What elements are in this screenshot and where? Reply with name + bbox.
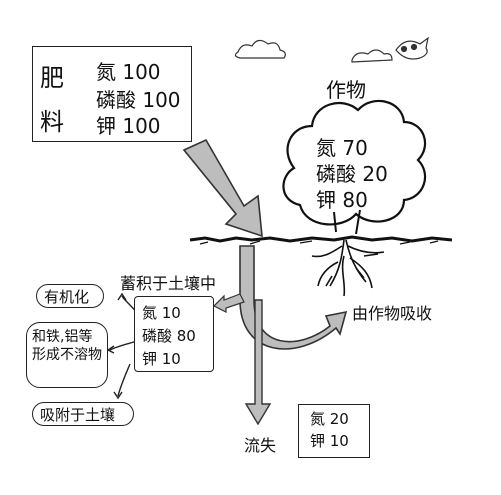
loss-label: 流失 [244, 436, 277, 455]
crop-potassium: 钾 80 [316, 188, 368, 212]
crop-trunk [333, 209, 361, 235]
leaching-arrow [244, 299, 272, 426]
soil-nitrogen: 氮 10 [142, 304, 181, 322]
crop-nitrogen: 氮 70 [316, 136, 368, 160]
soil-potassium: 钾 10 [142, 350, 181, 368]
decorative-cloud-icon [234, 39, 286, 59]
loss-potassium: 钾 10 [310, 432, 349, 450]
outcome-insoluble [26, 322, 108, 388]
soil-phosphate: 磷酸 80 [142, 327, 196, 345]
soil-accumulation-label: 蓄积于土壤中 [120, 274, 217, 293]
outcome-adsorbed [32, 402, 134, 426]
outcome-adsorbed-label: 吸附于土壤 [40, 406, 116, 424]
fertilizer-nitrogen: 氮 100 [96, 60, 161, 84]
crop-canopy [282, 100, 427, 226]
outcome-organic [36, 284, 104, 308]
crop-roots [311, 239, 385, 297]
crop-label: 作物 [326, 78, 366, 102]
fertilizer-phosphate: 磷酸 100 [96, 88, 181, 112]
crop-phosphate: 磷酸 20 [316, 162, 388, 186]
outcome-insoluble-label: 和铁,铝等形成不溶物 [32, 329, 102, 363]
soil-accumulation-arrow [212, 293, 245, 313]
ground-line [189, 235, 453, 243]
outcome-organic-label: 有机化 [44, 288, 90, 306]
fertilizer-title-char-2: 料 [40, 108, 64, 136]
absorption-label: 由作物吸收 [352, 304, 433, 323]
loss-nitrogen: 氮 20 [310, 410, 349, 428]
fertilizer-potassium: 钾 100 [96, 114, 161, 138]
absorption-arrow [239, 245, 348, 350]
fertilizer-inflow-arrow [182, 138, 263, 238]
fertilizer-title-char-1: 肥 [40, 64, 64, 92]
soil-accumulation-box [134, 296, 214, 372]
decorative-bird-cloud-icon [351, 36, 429, 63]
fertilizer-box [32, 46, 192, 142]
loss-box [298, 404, 370, 458]
